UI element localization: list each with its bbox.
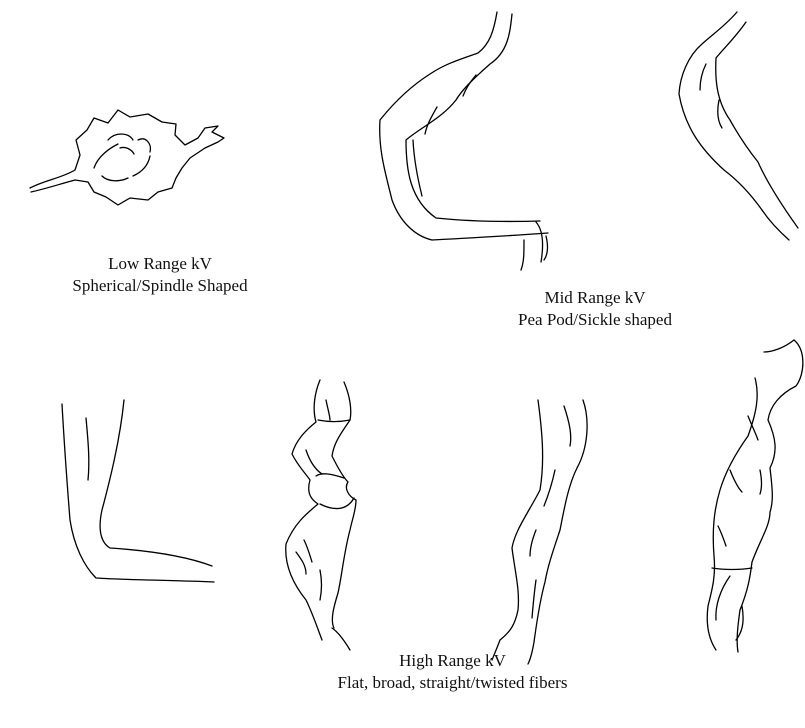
high-range-straight-fiber-drawing (62, 400, 214, 582)
low-range-caption: Low Range kV Spherical/Spindle Shaped (0, 253, 320, 297)
high-range-shape-label: Flat, broad, straight/twisted fibers (300, 672, 605, 694)
mid-range-label: Mid Range kV (440, 287, 750, 309)
mid-range-shape-label: Pea Pod/Sickle shaped (440, 309, 750, 331)
high-range-braided-fiber-drawing (707, 340, 803, 652)
low-range-spindle-drawing (30, 110, 224, 205)
high-range-caption: High Range kV Flat, broad, straight/twis… (300, 650, 605, 694)
high-range-wavy-fiber-drawing (492, 400, 587, 664)
mid-range-pea-pod-drawing (380, 12, 548, 270)
mid-range-caption: Mid Range kV Pea Pod/Sickle shaped (440, 287, 750, 331)
low-range-shape-label: Spherical/Spindle Shaped (0, 275, 320, 297)
low-range-label: Low Range kV (0, 253, 320, 275)
mid-range-sickle-drawing (679, 12, 798, 240)
high-range-twisted-fiber-drawing (286, 380, 356, 650)
high-range-label: High Range kV (300, 650, 605, 672)
